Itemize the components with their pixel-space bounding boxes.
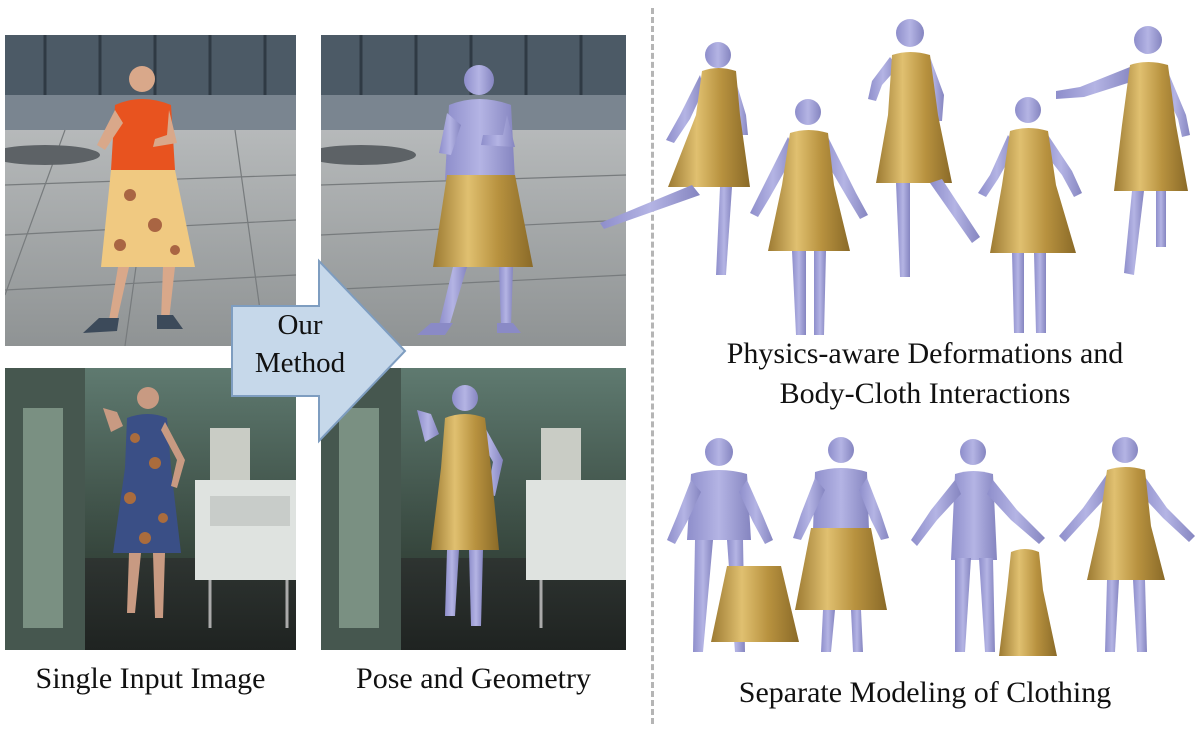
caption-physics: Physics-aware Deformations and Body-Clot… [660,334,1190,414]
body-with-skirt [793,437,889,652]
arrow-label-line1: Our [277,309,323,341]
arrow-label: Our Method [232,306,368,382]
avatar-dress-3 [868,19,980,277]
separate-clothing-avatars [655,430,1204,666]
avatar-kick [600,42,750,275]
separate-dress [999,549,1057,656]
separate-skirt-1 [711,566,799,642]
caption-pose-geometry: Pose and Geometry [356,662,591,695]
avatar-dress-4 [978,97,1082,333]
caption-physics-line2: Body-Cloth Interactions [779,377,1071,410]
body-with-dress [1059,437,1195,652]
method-arrow [231,258,407,444]
avatar-dress-2 [750,99,868,335]
result-photo-outdoor [321,35,626,346]
input-photo-indoor [5,368,296,650]
avatar-dress-5 [1056,26,1190,275]
caption-separate: Separate Modeling of Clothing [738,676,1112,709]
physics-avatars [600,15,1204,340]
dashed-divider [651,8,654,724]
arrow-label-line2: Method [254,347,346,379]
body-only-2 [911,439,1045,652]
caption-single-input: Single Input Image [35,662,266,695]
caption-physics-line1: Physics-aware Deformations and [726,337,1124,370]
